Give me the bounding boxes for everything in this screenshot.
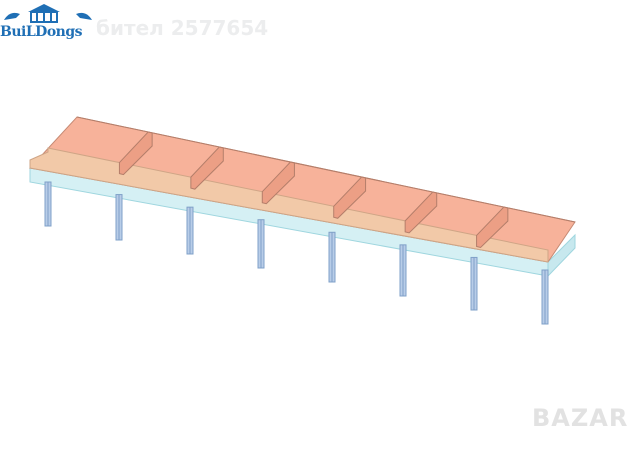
seller-watermark: бител 2577654 [96,16,269,40]
bay-divider [476,206,509,248]
logo-text: BuiLDongs [0,24,83,40]
logo: BuiLDongs [0,2,96,42]
bay-divider [333,176,367,219]
bay-divider [190,146,224,190]
bazar-watermark: BAZAR [532,404,629,432]
front-beam [29,147,549,263]
bay-divider [118,131,153,176]
bay-divider [261,161,295,205]
bay-divider [404,191,438,234]
bay-dividers [118,131,509,248]
columns [44,181,549,325]
house-icon [4,4,92,23]
rear-beam [76,116,576,223]
